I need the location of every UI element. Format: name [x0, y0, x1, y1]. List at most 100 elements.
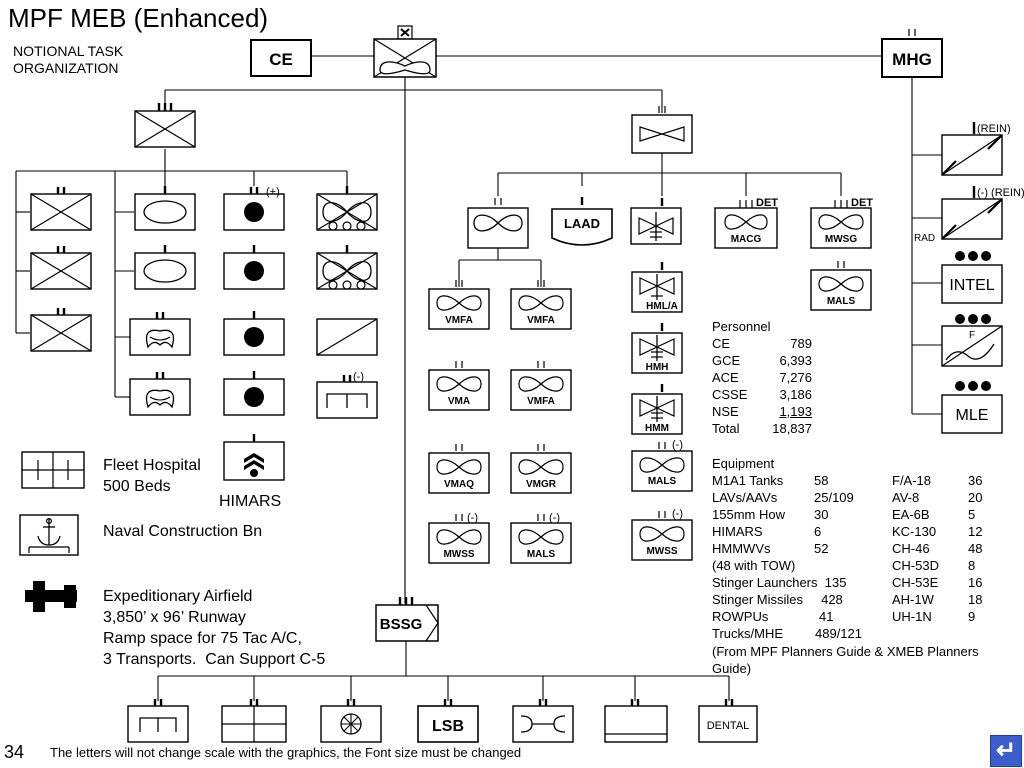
mech-support-column: (-): [316, 184, 378, 419]
mwss-minus-label-1: (-): [467, 512, 478, 524]
equipment-label: KC-130: [892, 524, 937, 539]
personnel-label: CE: [712, 336, 731, 351]
rotary-wing-squadrons: HML/A HMH HMM (-) MALS (-) MWSS: [631, 260, 693, 561]
airfield-text: Expeditionary Airfield 3,850’ x 96’ Runw…: [103, 588, 326, 668]
mwsg-box: DET MWSG: [810, 197, 873, 249]
bssg-label: BSSG: [380, 616, 423, 633]
equipment-row: EA-6B 5: [892, 506, 992, 523]
connector-lines: [15, 55, 942, 701]
footer-note: The letters will not change scale with t…: [50, 745, 522, 760]
ace-wing: [631, 105, 693, 154]
equipment-value: 36: [968, 473, 983, 488]
aircraft-group-symbol: [467, 197, 529, 249]
personnel-row: CSSE 3,186: [712, 386, 812, 403]
equipment-value: 5: [968, 507, 976, 522]
himars-text: HIMARS: [219, 493, 282, 510]
equipment-label: F/A-18: [892, 473, 932, 488]
equipment-value: 58: [814, 473, 829, 488]
equipment-label: HIMARS: [712, 524, 763, 539]
equipment-label: CH-46: [892, 541, 930, 556]
equipment-label: Stinger Missiles: [712, 592, 804, 607]
artillery-column: (+): [223, 185, 285, 416]
hmm-label: HMM: [645, 423, 669, 434]
return-arrow-icon[interactable]: ↵: [990, 735, 1022, 767]
armor-recon-column: [129, 184, 196, 416]
macg-label: MACG: [731, 234, 762, 245]
hmla-label: HML/A: [646, 301, 678, 312]
equipment-label: EA-6B: [892, 507, 930, 522]
vmfa-label-3: VMFA: [527, 396, 555, 407]
mhg-units: (REIN) (-) (REIN) RAD INTEL F MLE: [914, 122, 1024, 434]
equipment-value: 428: [821, 592, 843, 607]
personnel-label: Total: [712, 421, 740, 436]
equipment-label: LAVs/AAVs: [712, 490, 778, 505]
equipment-label: AV-8: [892, 490, 920, 505]
personnel-row: GCE 6,393: [712, 352, 812, 369]
personnel-value: 6,393: [779, 353, 812, 368]
hmh-label: HMH: [646, 362, 669, 373]
laad-label: LAAD: [564, 216, 600, 231]
artillery-plus-label: (+): [266, 186, 280, 198]
mhg-label: MHG: [892, 50, 932, 69]
equipment-value: 16: [968, 575, 983, 590]
personnel-value: 789: [790, 336, 812, 351]
equipment-heading: Equipment: [712, 456, 775, 471]
vmgr-label: VMGR: [526, 479, 557, 490]
equipment-label: CH-53D: [892, 558, 939, 573]
equipment-label: 155mm How: [712, 507, 785, 522]
equipment-label: ROWPUs: [712, 609, 769, 624]
equipment-value: 135: [824, 575, 847, 590]
equipment-value: 489/121: [815, 626, 862, 641]
mals-det-box: MALS: [810, 260, 872, 311]
mwsg-det-label: DET: [851, 197, 873, 209]
equipment-label: Stinger Launchers: [712, 575, 818, 590]
slide-subtitle: NOTIONAL TASK ORGANIZATION: [13, 43, 124, 76]
equipment-row: CH-53E 16: [892, 574, 992, 591]
equipment-value: 30: [814, 507, 829, 522]
equipment-label: HMMWVs: [712, 541, 771, 556]
equipment-value: 52: [814, 541, 829, 556]
mals-label-3: MALS: [648, 476, 677, 487]
mhg-box: MHG: [881, 28, 943, 78]
intel-label: INTEL: [949, 277, 994, 294]
mwsg-label: MWSG: [825, 234, 857, 245]
personnel-value: 1,193: [779, 404, 812, 419]
personnel-label: GCE: [712, 353, 741, 368]
engineer-minus-label: (-): [353, 371, 364, 383]
personnel-value: 3,186: [779, 387, 812, 402]
equipment-value: 8: [968, 558, 976, 573]
personnel-label: ACE: [712, 370, 739, 385]
personnel-row: CE 789: [712, 335, 812, 352]
mals-label: MALS: [827, 296, 856, 307]
equipment-label: M1A1 Tanks: [712, 473, 784, 488]
page-number: 34: [4, 742, 25, 762]
personnel-label: CSSE: [712, 387, 748, 402]
equipment-value: 9: [968, 609, 976, 624]
bssg-box: BSSG: [375, 595, 439, 642]
equipment-label: CH-53E: [892, 575, 939, 590]
equipment-row: AV-8 20: [892, 489, 992, 506]
csse-subunits: LSB DENTAL: [127, 697, 758, 743]
meb-command-symbol: [373, 25, 437, 78]
ce-box: CE: [250, 39, 312, 77]
naval-construction-text: Naval Construction Bn: [103, 523, 263, 540]
fleet-hospital-text: Fleet Hospital 500 Beds: [103, 457, 201, 495]
equipment-label: UH-1N: [892, 609, 932, 624]
equipment-row: 155mm How 30: [712, 506, 862, 523]
equipment-label: Trucks/MHE: [712, 626, 784, 641]
rad-label: RAD: [914, 233, 935, 244]
equipment-value: 12: [968, 524, 983, 539]
equipment-value: 20: [968, 490, 983, 505]
personnel-heading: Personnel: [712, 319, 771, 334]
mle-label: MLE: [956, 407, 989, 424]
equipment-row: Stinger Launchers 135: [712, 574, 862, 591]
equipment-value: 18: [968, 592, 983, 607]
